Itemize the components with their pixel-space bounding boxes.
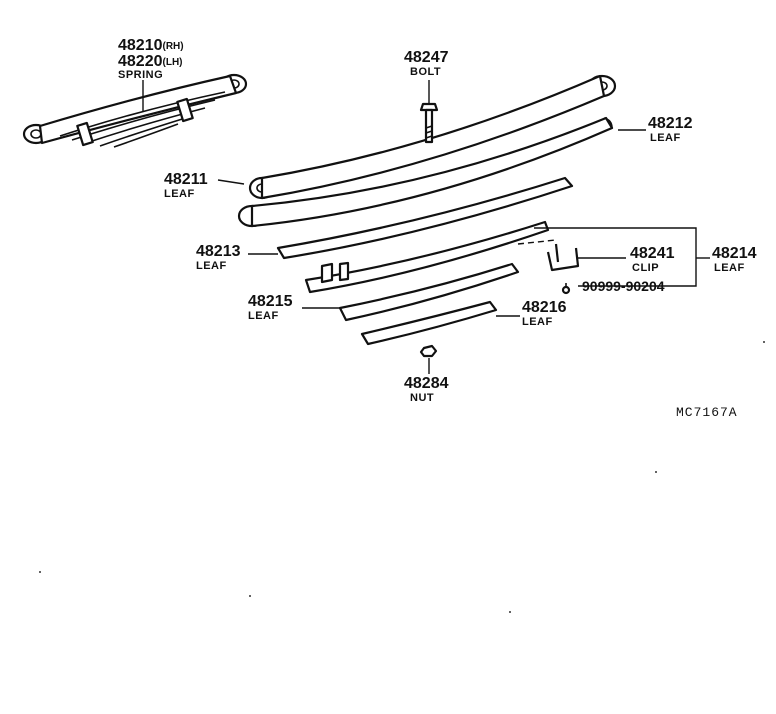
leaf-48215-drawing (338, 262, 520, 322)
scan-specks (39, 341, 765, 613)
leaf-48212-name: LEAF (650, 132, 681, 144)
spring-assembly-drawing (22, 73, 248, 148)
leaf-48214-label: 48214 LEAF (712, 245, 757, 274)
leaf-48216-label: 48216 LEAF (522, 299, 567, 328)
spring-name: SPRING (118, 69, 163, 81)
bolt-name: BOLT (410, 66, 441, 78)
leaf-48215-name: LEAF (248, 310, 279, 322)
leaf-48215-label: 48215 LEAF (248, 293, 293, 322)
spring-rh-suffix: (RH) (163, 41, 184, 52)
leader-lines (142, 80, 710, 374)
nut-48284-drawing (419, 344, 438, 358)
leaf-48214-name: LEAF (714, 262, 745, 274)
spring-rh-number: 48210 (118, 37, 163, 54)
bolt-number: 48247 (404, 49, 449, 66)
leaf-48211-number: 48211 (164, 171, 208, 188)
svg-text:48220(LH): 48220(LH) (118, 53, 183, 70)
leaf-48216-drawing (360, 300, 498, 346)
clip-48241-drawing (517, 239, 580, 272)
figure-code: MC7167A (676, 405, 738, 420)
bolt-label: 48247 BOLT (404, 49, 449, 78)
leaf-48216-name: LEAF (522, 316, 553, 328)
leaf-48215-number: 48215 (248, 293, 293, 310)
leaf-48212-number: 48212 (648, 115, 693, 132)
clip-label: 48241 CLIP (630, 245, 675, 274)
leaf-48212-drawing (248, 74, 617, 200)
leaf-48211-drawing (237, 116, 614, 228)
leaf-48211-name: LEAF (164, 188, 195, 200)
nut-label: 48284 NUT (404, 375, 449, 404)
spring-assembly-label: 48210(RH) 48220(LH) SPRING (118, 37, 184, 81)
rivet-number: 90999-90204 (582, 278, 665, 294)
clip-number: 48241 (630, 245, 675, 262)
spring-lh-number: 48220 (118, 53, 163, 70)
leaf-48214-number: 48214 (712, 245, 757, 262)
spring-lh-suffix: (LH) (163, 57, 183, 68)
clip-name: CLIP (632, 262, 659, 274)
bolt-48247-drawing (419, 102, 439, 144)
leaf-48213-label: 48213 LEAF (196, 243, 241, 272)
leaf-48213-drawing (276, 176, 574, 260)
leaf-48214-drawing (304, 220, 550, 294)
leaf-48211-label: 48211 LEAF (164, 171, 208, 200)
svg-text:48210(RH): 48210(RH) (118, 37, 184, 54)
leaf-48213-name: LEAF (196, 260, 227, 272)
leaf-48213-number: 48213 (196, 243, 241, 260)
nut-name: NUT (410, 392, 434, 404)
rivet-90999-90204-drawing (561, 283, 571, 295)
leaf-48212-label: 48212 LEAF (648, 115, 693, 144)
nut-number: 48284 (404, 375, 449, 392)
leaf-48216-number: 48216 (522, 299, 567, 316)
